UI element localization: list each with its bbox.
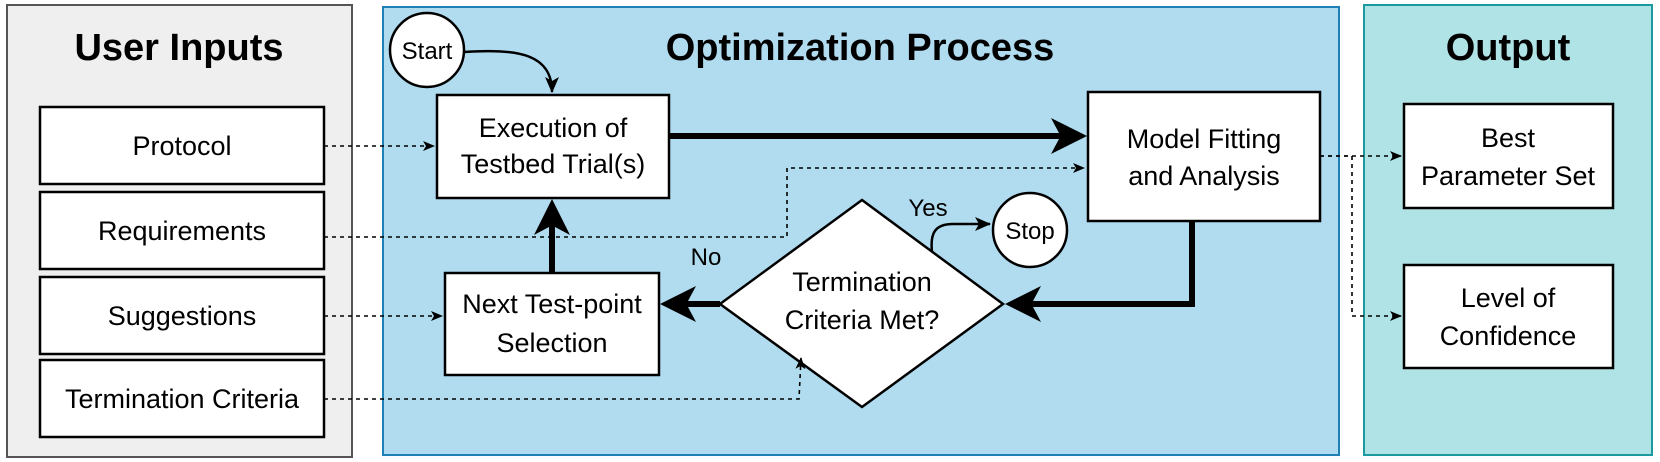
best-parameter-set-label-line2: Parameter Set <box>1421 161 1596 191</box>
decision-label-line2: Criteria Met? <box>785 305 940 335</box>
yes-label: Yes <box>908 195 947 222</box>
model-fitting-box <box>1086 90 1322 223</box>
arrow-requirements-to-model <box>324 163 1085 238</box>
start-node <box>388 11 466 89</box>
suggestions-box <box>38 275 326 356</box>
no-label: No <box>691 244 722 271</box>
arrow-model-to-level-of-confidence <box>1320 155 1402 321</box>
model-fitting-label-line2: and Analysis <box>1128 161 1280 191</box>
protocol-label: Protocol <box>132 131 231 161</box>
start-label: Start <box>402 38 453 65</box>
execution-box <box>435 93 671 200</box>
best-parameter-set-label-line1: Best <box>1481 123 1536 153</box>
level-of-confidence-label-line1: Level of <box>1461 283 1556 313</box>
protocol-box <box>38 105 326 186</box>
best-parameter-set-box <box>1402 102 1615 210</box>
next-test-point-box <box>443 271 661 377</box>
arrow-termination-to-decision <box>324 357 806 400</box>
level-of-confidence-label-line2: Confidence <box>1440 321 1577 351</box>
model-fitting-label-line1: Model Fitting <box>1127 124 1282 154</box>
level-of-confidence-box <box>1402 263 1615 370</box>
decision-label-line1: Termination <box>792 267 932 297</box>
arrow-model-to-decision <box>1005 221 1195 322</box>
requirements-box <box>38 190 326 271</box>
termination-criteria-box <box>38 358 326 439</box>
arrow-start-to-execution <box>463 49 559 93</box>
termination-criteria-label: Termination Criteria <box>65 384 300 414</box>
next-test-point-label-line2: Selection <box>496 328 607 358</box>
stop-node <box>991 191 1069 269</box>
termination-decision-diamond <box>717 198 1006 409</box>
arrow-decision-to-stop <box>930 217 991 253</box>
output-panel <box>1363 4 1653 456</box>
requirements-label: Requirements <box>98 216 266 246</box>
optimization-process-title: Optimization Process <box>666 27 1055 69</box>
execution-label-line1: Execution of <box>479 113 628 143</box>
output-title: Output <box>1446 27 1571 69</box>
next-test-point-label-line1: Next Test-point <box>462 289 642 319</box>
user-inputs-title: User Inputs <box>74 27 283 69</box>
suggestions-label: Suggestions <box>108 301 257 331</box>
stop-label: Stop <box>1005 218 1054 245</box>
execution-label-line2: Testbed Trial(s) <box>461 149 646 179</box>
